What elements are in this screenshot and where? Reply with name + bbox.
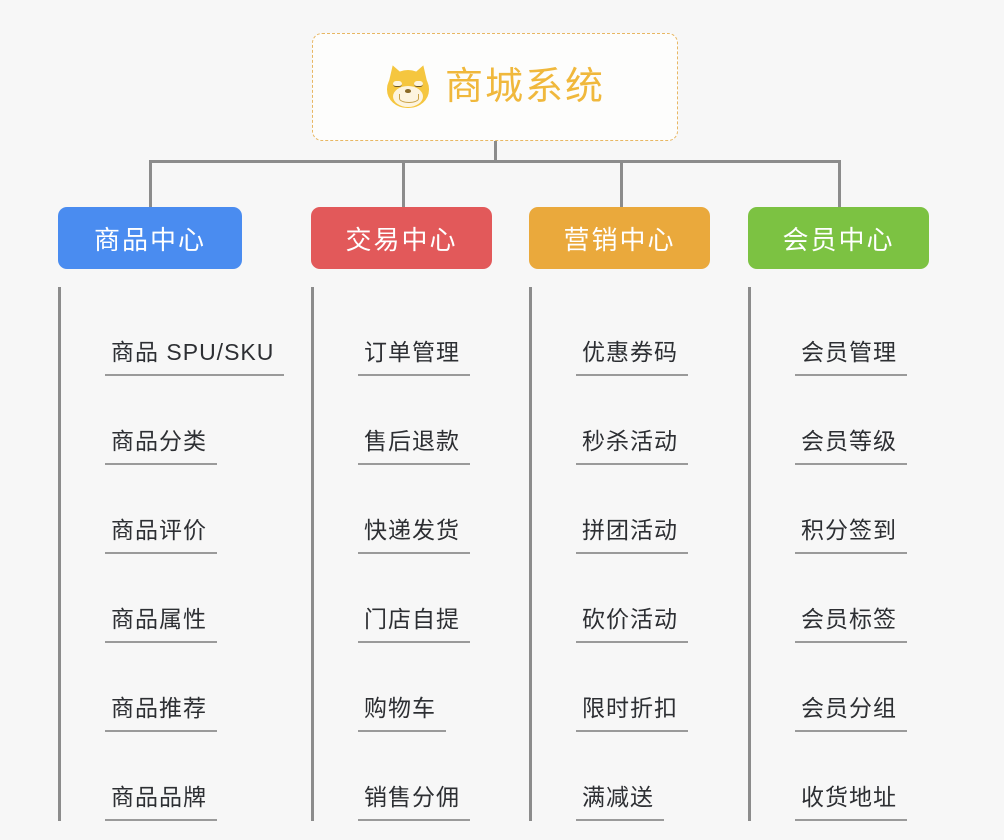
leaf-item-label: 满减送 xyxy=(576,783,664,821)
branch-header-trade-center[interactable]: 交易中心 xyxy=(311,207,492,269)
leaf-item[interactable]: 快递发货 xyxy=(328,465,492,554)
leaf-item[interactable]: 商品分类 xyxy=(75,376,242,465)
connector-root-stem xyxy=(494,141,497,162)
leaf-item[interactable]: 秒杀活动 xyxy=(546,376,710,465)
leaf-item[interactable]: 砍价活动 xyxy=(546,554,710,643)
leaf-item-label: 商品 SPU/SKU xyxy=(105,338,285,376)
branch-trade-center: 交易中心订单管理售后退款快递发货门店自提购物车销售分佣 xyxy=(311,207,492,821)
leaf-item[interactable]: 限时折扣 xyxy=(546,643,710,732)
leaf-item-label: 收货地址 xyxy=(795,783,907,821)
shiba-dog-face-icon xyxy=(384,62,432,110)
leaf-item-label: 购物车 xyxy=(358,694,446,732)
leaf-item[interactable]: 门店自提 xyxy=(328,554,492,643)
leaf-item-label: 优惠券码 xyxy=(576,338,688,376)
leaf-item-label: 拼团活动 xyxy=(576,516,688,554)
branch-marketing-center: 营销中心优惠券码秒杀活动拼团活动砍价活动限时折扣满减送 xyxy=(529,207,710,821)
leaf-item[interactable]: 购物车 xyxy=(328,643,492,732)
leaf-item[interactable]: 商品 SPU/SKU xyxy=(75,287,285,376)
leaf-item-label: 商品评价 xyxy=(105,516,217,554)
leaf-item-label: 商品属性 xyxy=(105,605,217,643)
leaf-item-label: 商品推荐 xyxy=(105,694,217,732)
leaf-item[interactable]: 优惠券码 xyxy=(546,287,710,376)
connector-horizontal-bus xyxy=(150,160,839,163)
leaf-list-trade-center: 订单管理售后退款快递发货门店自提购物车销售分佣 xyxy=(311,287,492,821)
leaf-item[interactable]: 会员标签 xyxy=(765,554,929,643)
leaf-item[interactable]: 销售分佣 xyxy=(328,732,492,821)
connector-drop-product-center xyxy=(149,160,152,208)
leaf-item-label: 会员标签 xyxy=(795,605,907,643)
leaf-item[interactable]: 会员管理 xyxy=(765,287,929,376)
leaf-item-label: 会员等级 xyxy=(795,427,907,465)
leaf-item[interactable]: 满减送 xyxy=(546,732,710,821)
connector-drop-marketing-center xyxy=(620,160,623,208)
leaf-item-label: 会员分组 xyxy=(795,694,907,732)
branch-header-product-center[interactable]: 商品中心 xyxy=(58,207,242,269)
leaf-item[interactable]: 售后退款 xyxy=(328,376,492,465)
leaf-item-label: 订单管理 xyxy=(358,338,470,376)
connector-drop-trade-center xyxy=(402,160,405,208)
leaf-item-label: 售后退款 xyxy=(358,427,470,465)
leaf-list-product-center: 商品 SPU/SKU 商品分类商品评价商品属性商品推荐商品品牌 xyxy=(58,287,285,821)
branch-header-member-center[interactable]: 会员中心 xyxy=(748,207,929,269)
branch-member-center: 会员中心会员管理会员等级积分签到会员标签会员分组收货地址 xyxy=(748,207,929,821)
leaf-item-label: 门店自提 xyxy=(358,605,470,643)
leaf-item-label: 会员管理 xyxy=(795,338,907,376)
leaf-list-member-center: 会员管理会员等级积分签到会员标签会员分组收货地址 xyxy=(748,287,929,821)
leaf-item-label: 积分签到 xyxy=(795,516,907,554)
leaf-item[interactable]: 商品评价 xyxy=(75,465,242,554)
leaf-item[interactable]: 会员等级 xyxy=(765,376,929,465)
leaf-item-label: 秒杀活动 xyxy=(576,427,688,465)
leaf-item[interactable]: 积分签到 xyxy=(765,465,929,554)
leaf-item[interactable]: 会员分组 xyxy=(765,643,929,732)
root-node[interactable]: 商城系统 xyxy=(312,33,678,141)
branch-product-center: 商品中心商品 SPU/SKU 商品分类商品评价商品属性商品推荐商品品牌 xyxy=(58,207,285,821)
leaf-item-label: 砍价活动 xyxy=(576,605,688,643)
leaf-item[interactable]: 收货地址 xyxy=(765,732,929,821)
leaf-list-marketing-center: 优惠券码秒杀活动拼团活动砍价活动限时折扣满减送 xyxy=(529,287,710,821)
leaf-item-label: 商品分类 xyxy=(105,427,217,465)
connector-drop-member-center xyxy=(838,160,841,208)
leaf-item-label: 快递发货 xyxy=(358,516,470,554)
leaf-item-label: 限时折扣 xyxy=(576,694,688,732)
leaf-item[interactable]: 商品推荐 xyxy=(75,643,242,732)
leaf-item[interactable]: 商品品牌 xyxy=(75,732,242,821)
leaf-item[interactable]: 订单管理 xyxy=(328,287,492,376)
root-title: 商城系统 xyxy=(444,66,605,108)
leaf-item[interactable]: 拼团活动 xyxy=(546,465,710,554)
leaf-item-label: 商品品牌 xyxy=(105,783,217,821)
leaf-item[interactable]: 商品属性 xyxy=(75,554,242,643)
leaf-item-label: 销售分佣 xyxy=(358,783,470,821)
branch-header-marketing-center[interactable]: 营销中心 xyxy=(529,207,710,269)
